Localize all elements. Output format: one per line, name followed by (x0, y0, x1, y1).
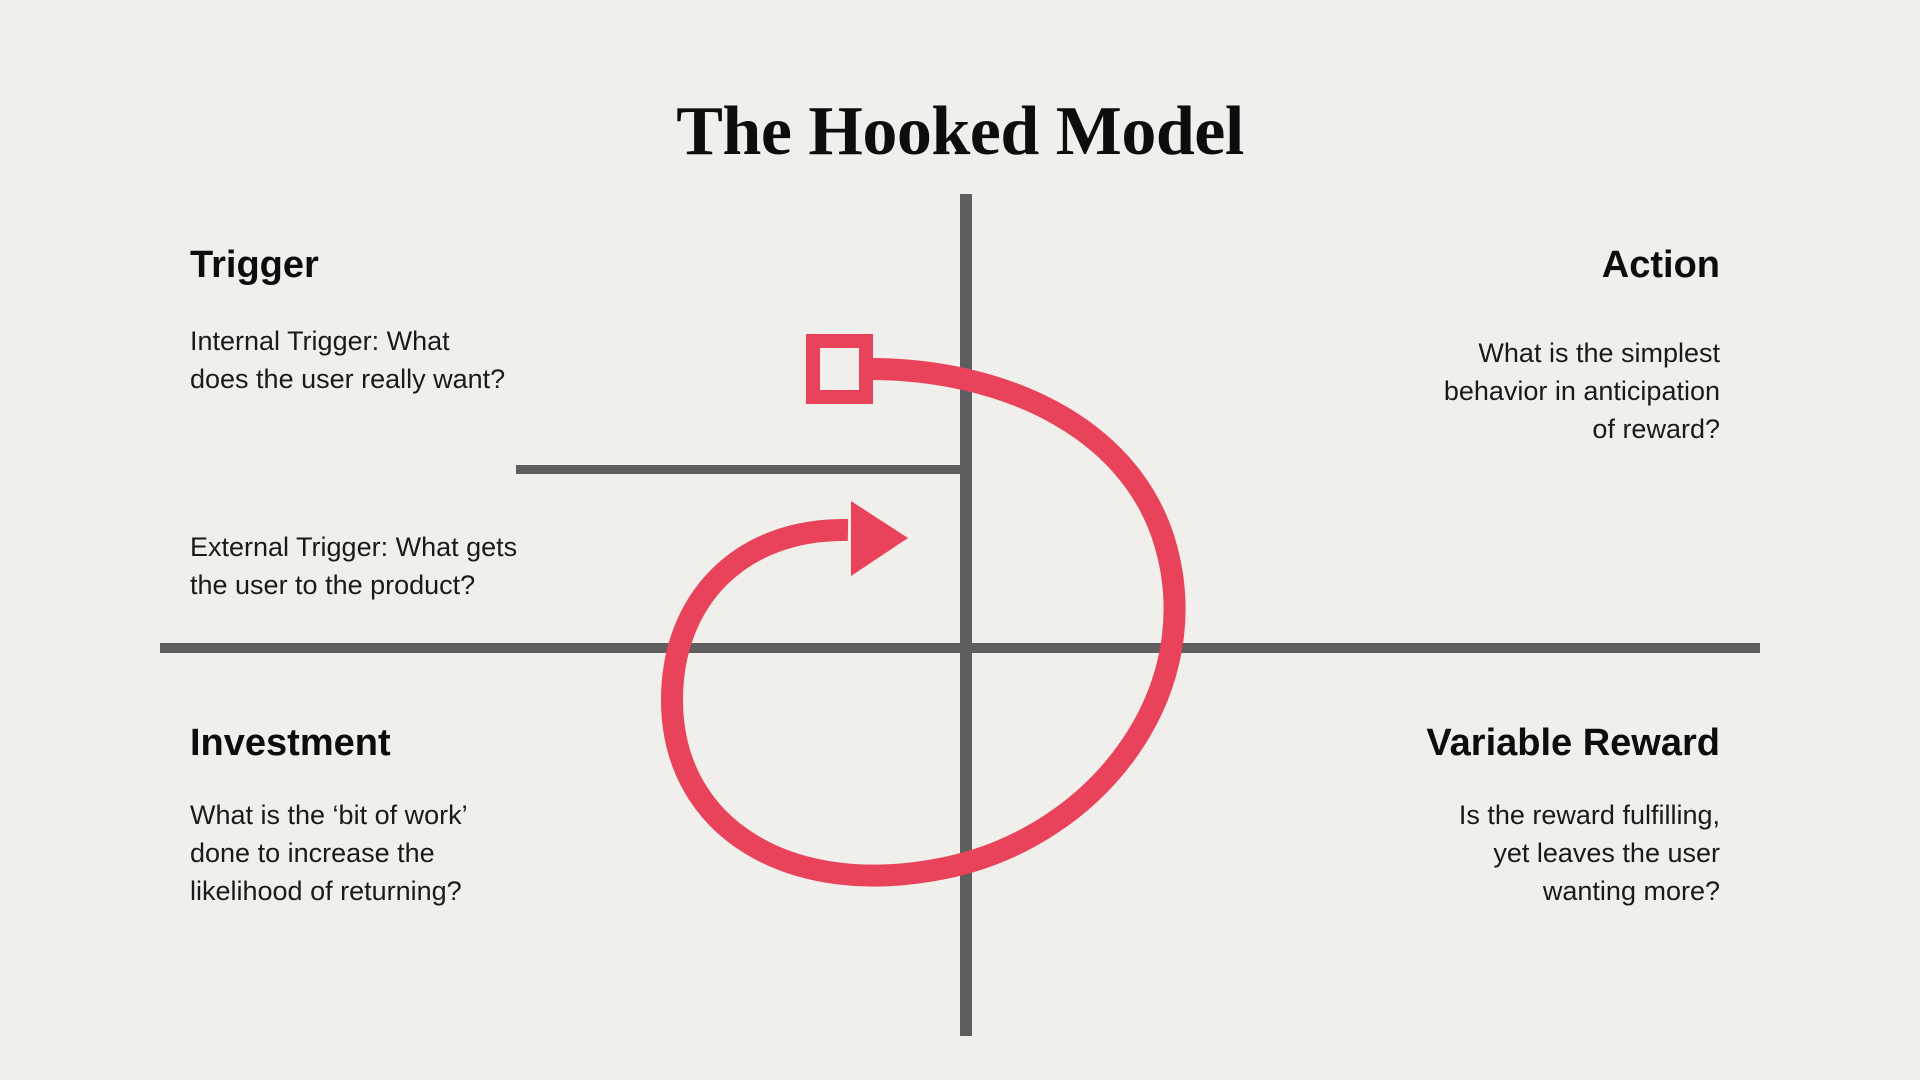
body-line: Internal Trigger: What (190, 325, 450, 356)
body-line: likelihood of returning? (190, 876, 462, 907)
body-line: does the user really want? (190, 364, 506, 395)
quadrant-trigger-external-body: External Trigger: What gets the user to … (190, 528, 690, 605)
quadrant-trigger-heading: Trigger (190, 244, 319, 286)
square-start-marker-icon (806, 334, 873, 404)
body-line: Is the reward fulfilling, (1458, 799, 1720, 830)
quadrant-action-body: What is the simplest behavior in anticip… (1250, 334, 1720, 449)
quadrant-trigger: Trigger Internal Trigger: What does the … (190, 244, 660, 398)
quadrant-investment-body: What is the ‘bit of work’ done to increa… (190, 796, 670, 911)
body-line: behavior in anticipation (1443, 376, 1720, 407)
loop-path (660, 357, 1186, 887)
quadrant-investment: Investment What is the ‘bit of work’ don… (190, 722, 670, 911)
quadrant-variable-reward-heading: Variable Reward (1426, 722, 1720, 764)
body-line: yet leaves the user (1493, 838, 1720, 869)
body-line: What is the simplest (1478, 337, 1720, 368)
body-line: External Trigger: What gets (190, 532, 518, 562)
quadrant-trigger-body: Internal Trigger: What does the user rea… (190, 322, 660, 399)
vertical-axis-line (960, 194, 972, 1036)
quadrant-variable-reward: Variable Reward Is the reward fulfilling… (1240, 722, 1720, 911)
body-line: wanting more? (1542, 876, 1720, 907)
body-line: done to increase the (190, 838, 435, 869)
upper-left-divider-line (516, 465, 968, 474)
quadrant-action: Action What is the simplest behavior in … (1250, 244, 1720, 449)
quadrant-variable-reward-body: Is the reward fulfilling, yet leaves the… (1240, 796, 1720, 911)
horizontal-axis-line (160, 643, 1760, 653)
arrowhead-icon (851, 501, 908, 576)
quadrant-action-heading: Action (1601, 244, 1720, 286)
quadrant-trigger-external: External Trigger: What gets the user to … (190, 528, 690, 605)
body-line: What is the ‘bit of work’ (190, 799, 468, 830)
page-title: The Hooked Model (676, 92, 1244, 170)
quadrant-investment-heading: Investment (190, 722, 391, 764)
body-line: of reward? (1592, 414, 1720, 445)
body-line: the user to the product? (190, 570, 476, 601)
